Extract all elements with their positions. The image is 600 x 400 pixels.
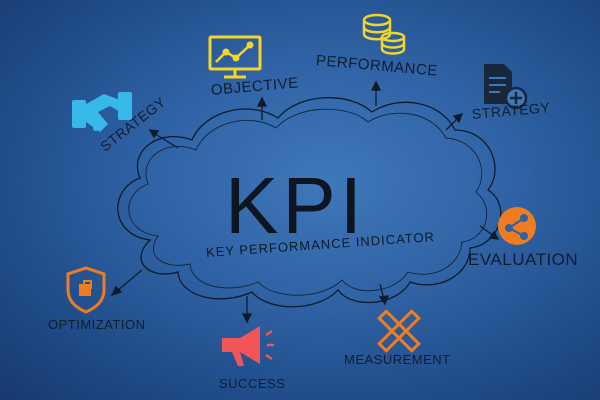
kpi-title: KPI <box>225 161 366 250</box>
ruler-pencil-icon <box>377 309 421 353</box>
handshake-icon <box>72 92 132 132</box>
shield-icon <box>66 266 106 314</box>
optimization-label: OPTIMIZATION <box>48 317 146 332</box>
monitor-chart-icon <box>208 35 262 79</box>
measurement-label: MEASUREMENT <box>344 352 451 367</box>
megaphone-icon <box>222 326 274 366</box>
evaluation-label: EVALUATION <box>468 250 579 269</box>
share-icon <box>498 207 536 245</box>
document-plus-icon <box>484 64 528 110</box>
database-icon <box>362 13 406 55</box>
success-label: SUCCESS <box>219 376 286 391</box>
